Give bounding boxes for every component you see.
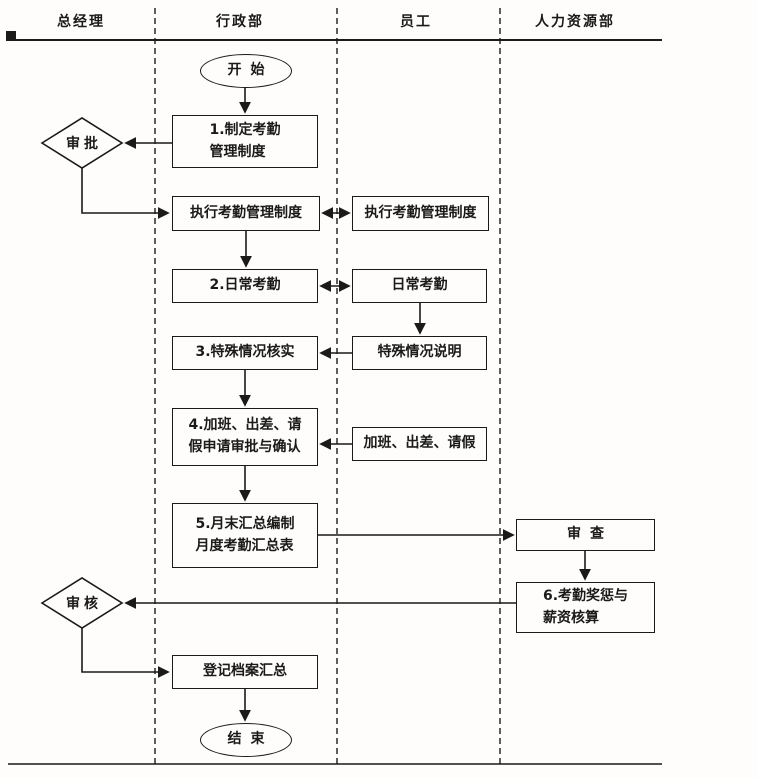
- node-exec-policy-employee: 执行考勤管理制度: [352, 196, 489, 231]
- node-start-terminator: 开始: [200, 54, 292, 88]
- node-overtime-trip-leave-request: 加班、出差、请假: [352, 427, 487, 461]
- arrow-approve1-to-exec: [81, 168, 170, 219]
- node-explain-special-cases: 特殊情况说明: [352, 336, 487, 370]
- node-end-terminator: 结束: [200, 723, 292, 757]
- arrow-approve2-to-archive: [81, 628, 170, 678]
- node-approve2-decision-label: 审核: [66, 596, 102, 612]
- corner-mark: [6, 31, 16, 41]
- node-step1-define-attendance-policy: 1.制定考勤 管理制度: [172, 115, 318, 168]
- node-step2-daily-attendance-admin: 2.日常考勤: [172, 269, 318, 303]
- lane-header-admin-dept: 行政部: [216, 14, 264, 30]
- approve1-diamond-shape: [40, 117, 124, 169]
- node-step4-overtime-leave-approval: 4.加班、出差、请 假申请审批与确认: [172, 408, 318, 466]
- node-review-hr: 审查: [516, 519, 655, 551]
- approve2-diamond-shape: [40, 577, 124, 629]
- node-step6-rewards-payroll: 6.考勤奖惩与 薪资核算: [516, 582, 655, 633]
- node-archive-records: 登记档案汇总: [172, 655, 318, 689]
- lane-header-general-manager: 总经理: [57, 14, 105, 30]
- node-daily-attendance-employee: 日常考勤: [352, 269, 487, 303]
- node-step3-verify-special-cases: 3.特殊情况核实: [172, 336, 318, 370]
- node-step5-monthly-summary-sheet: 5.月末汇总编制 月度考勤汇总表: [172, 503, 318, 568]
- lane-header-hr-dept: 人力资源部: [535, 14, 615, 30]
- node-exec-policy-admin: 执行考勤管理制度: [172, 196, 320, 231]
- lane-header-employee: 员工: [400, 14, 432, 30]
- node-approve1-decision-label: 审批: [66, 136, 102, 152]
